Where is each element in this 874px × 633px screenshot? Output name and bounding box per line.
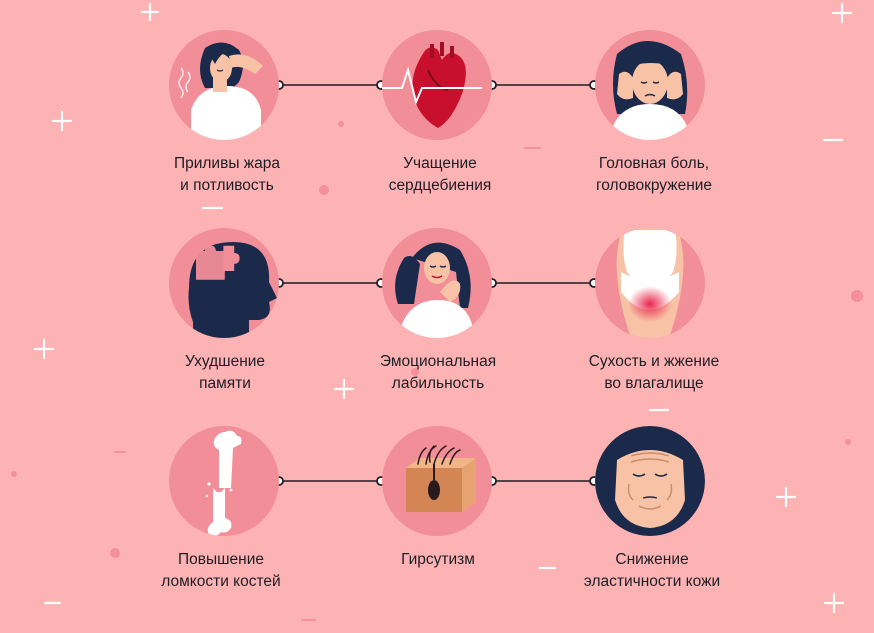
- symptom-label-line1: Эмоциональная: [379, 353, 497, 370]
- woman-headache-icon: [613, 41, 688, 140]
- female-body-icon: [616, 228, 684, 338]
- symptom-label: Приливы жара и потливость: [127, 153, 327, 197]
- heart-pulse-icon: [382, 42, 482, 128]
- symptom-label-line2: и потливость: [180, 177, 274, 194]
- symptom-label: Снижение эластичности кожи: [552, 549, 752, 593]
- symptom-label-line1: Ухудшение: [184, 353, 266, 370]
- symptom-icon-memory: [169, 228, 279, 338]
- symptom-label-line2: головокружение: [595, 177, 713, 194]
- symptom-label-line1: Снижение: [615, 551, 689, 568]
- symptom-label-line1: Гирсутизм: [401, 551, 475, 568]
- symptom-icon-headache: [595, 30, 705, 140]
- symptom-label-line1: Повышение: [177, 551, 265, 568]
- symptom-icon-hot-flash: [169, 30, 279, 140]
- aging-face-icon: [595, 426, 705, 536]
- head-puzzle-icon: [188, 242, 277, 338]
- symptom-label-line2: памяти: [199, 375, 251, 392]
- symptom-icon-skin: [595, 426, 705, 536]
- symptom-icon-heartbeat: [382, 30, 492, 140]
- symptom-label-line2: лабильность: [391, 375, 485, 392]
- symptom-icon-dryness: [595, 228, 705, 338]
- woman-anxious-icon: [395, 242, 472, 338]
- symptom-label: Повышение ломкости костей: [121, 549, 321, 593]
- symptom-label: Эмоциональная лабильность: [338, 351, 538, 395]
- symptom-label: Учащение сердцебиения: [340, 153, 540, 197]
- symptom-label: Гирсутизм: [338, 549, 538, 571]
- symptom-label-line2: эластичности кожи: [583, 573, 721, 590]
- symptom-label-line1: Головная боль,: [598, 155, 710, 172]
- symptom-label-line1: Приливы жара: [173, 155, 281, 172]
- symptom-label-line2: ломкости костей: [161, 573, 281, 590]
- symptom-icon-bones: [169, 426, 279, 536]
- symptom-icon-emotional: [382, 228, 492, 338]
- symptom-label-line2: сердцебиения: [388, 177, 492, 194]
- symptom-label-line2: во влагалище: [604, 375, 704, 392]
- symptom-label: Ухудшение памяти: [125, 351, 325, 395]
- symptom-label-line1: Сухость и жжение: [588, 353, 720, 370]
- hair-follicle-icon: [406, 445, 476, 512]
- symptom-label: Головная боль, головокружение: [554, 153, 754, 197]
- symptom-label-line1: Учащение: [403, 155, 477, 172]
- broken-bone-icon: [205, 430, 242, 536]
- symptom-label: Сухость и жжение во влагалище: [554, 351, 754, 395]
- symptom-icon-hirsutism: [382, 426, 492, 536]
- woman-hot-flash-icon: [178, 42, 263, 140]
